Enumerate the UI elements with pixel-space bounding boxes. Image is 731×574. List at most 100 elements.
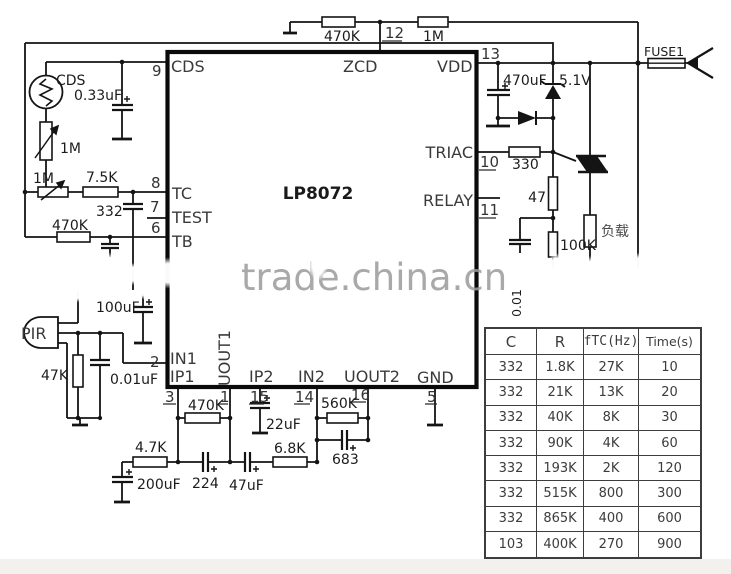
resistor-470k-top — [321, 16, 356, 28]
resistor-330 — [508, 146, 541, 158]
pin-num-16: 16 — [351, 386, 370, 404]
pin-num-15: 15 — [250, 388, 269, 406]
label-c001-rotated: 0.01 — [509, 289, 524, 317]
label-r47: 47 — [528, 190, 546, 206]
table-cell: 332 — [486, 405, 537, 431]
pin-label-tb: TB — [171, 232, 193, 251]
table-cell: 332 — [486, 430, 537, 457]
blur-blob — [205, 255, 239, 285]
pin-num-3: 3 — [165, 388, 175, 406]
label-c332: 332 — [96, 204, 123, 220]
table-cell: 800 — [584, 481, 639, 507]
pin-label-zcd: ZCD — [343, 57, 377, 76]
pin-num-10: 10 — [480, 153, 499, 171]
label-c224: 224 — [192, 476, 219, 492]
table-cell: 600 — [639, 507, 700, 533]
table-cell: 13K — [584, 380, 639, 406]
potentiometer-1m — [37, 186, 69, 198]
table-cell: 1.8K — [537, 355, 584, 381]
ac-plug-icon — [685, 47, 714, 79]
table-cell: 40K — [537, 405, 584, 431]
table-cell: 400 — [584, 506, 639, 533]
table-cell: 400K — [537, 532, 584, 558]
label-cds-sensor: CDS — [56, 73, 86, 89]
label-r6k8: 6.8K — [274, 441, 306, 457]
pin-label-test: TEST — [171, 208, 212, 227]
cds-photoresistor — [28, 74, 64, 110]
table-cell: 20 — [639, 380, 700, 406]
table-cell: 8K — [584, 405, 639, 431]
pin-label-gnd: GND — [417, 368, 454, 387]
table-cell: 30 — [639, 406, 700, 431]
timing-parameter-table: C R fTC(Hz) Time(s) 332 1.8K 27K 10 332 … — [484, 327, 702, 560]
table-cell: 27K — [584, 355, 639, 381]
resistor-4k7 — [132, 456, 168, 468]
pin-label-vdd: VDD — [437, 57, 473, 76]
label-pir: PIR — [21, 324, 46, 343]
pin-label-ip2: IP2 — [249, 367, 274, 386]
diode-icon — [518, 111, 537, 125]
blur-blob — [154, 252, 182, 294]
pin-num-12: 12 — [385, 24, 404, 42]
label-c200u: 200uF — [137, 477, 181, 493]
resistor-47 — [547, 176, 559, 211]
table-cell: 332 — [486, 481, 537, 507]
resistor-7k5 — [82, 186, 119, 198]
triac-icon — [576, 154, 608, 174]
pin-label-in1: IN1 — [170, 349, 197, 368]
table-cell: 10 — [639, 355, 700, 381]
table-cell: 120 — [639, 456, 700, 482]
junction-dots — [22, 19, 641, 465]
resistor-560k — [326, 412, 359, 424]
pin-label-cds: CDS — [171, 57, 205, 76]
pin-num-9: 9 — [152, 62, 162, 80]
label-c22u: 22uF — [266, 417, 301, 433]
table-cell: 300 — [639, 481, 700, 507]
pin-label-uout1: UOUT1 — [215, 330, 234, 386]
label-c683: 683 — [332, 452, 359, 468]
pin-label-tc: TC — [171, 184, 192, 203]
blur-blob — [507, 252, 533, 284]
label-r470k-tb: 470K — [52, 218, 89, 234]
label-r560k: 560K — [321, 396, 358, 412]
pin-label-relay: RELAY — [423, 191, 473, 210]
label-r4k7: 4.7K — [135, 440, 167, 456]
watermark-text: trade.china.cn — [241, 256, 508, 299]
label-r1m-pot: 1M — [33, 171, 54, 187]
pin-num-6: 6 — [151, 219, 161, 237]
resistor-47k — [72, 354, 84, 388]
pin-label-triac: TRIAC — [425, 143, 473, 162]
table-cell: 270 — [584, 532, 639, 558]
resistor-1m-top — [417, 16, 449, 28]
table-cell: 332 — [486, 355, 537, 381]
pin-num-13: 13 — [481, 45, 500, 63]
pin-num-5: 5 — [427, 388, 437, 406]
adjust-arrows — [34, 124, 66, 201]
label-r100k: 100K — [560, 238, 597, 254]
pin-label-uout2: UOUT2 — [344, 367, 400, 386]
label-r470k-bot: 470K — [188, 398, 225, 414]
blur-blob — [629, 248, 651, 282]
table-header-c: C — [486, 329, 537, 355]
table-header-time: Time(s) — [639, 329, 700, 355]
label-c001u: 0.01uF — [110, 372, 158, 388]
pin-num-8: 8 — [151, 174, 161, 192]
label-r1m-var: 1M — [60, 141, 81, 157]
table-cell: 90K — [537, 430, 584, 457]
label-load: 负载 — [601, 224, 629, 240]
table-cell: 103 — [486, 532, 537, 558]
table-cell: 332 — [486, 506, 537, 533]
blur-blob — [305, 244, 331, 286]
table-cell: 900 — [657, 537, 682, 553]
load-box — [583, 214, 597, 248]
label-r470k-top: 470K — [324, 29, 361, 45]
table-header-r: R — [537, 329, 584, 355]
blur-blob — [544, 248, 568, 286]
label-fuse: FUSE1 — [644, 44, 684, 59]
label-r7k5: 7.5K — [86, 170, 118, 186]
blur-blob — [134, 277, 156, 303]
pin-num-2: 2 — [150, 353, 160, 371]
ic-lp8072-body — [165, 49, 479, 390]
table-cell: 332 — [486, 380, 537, 406]
